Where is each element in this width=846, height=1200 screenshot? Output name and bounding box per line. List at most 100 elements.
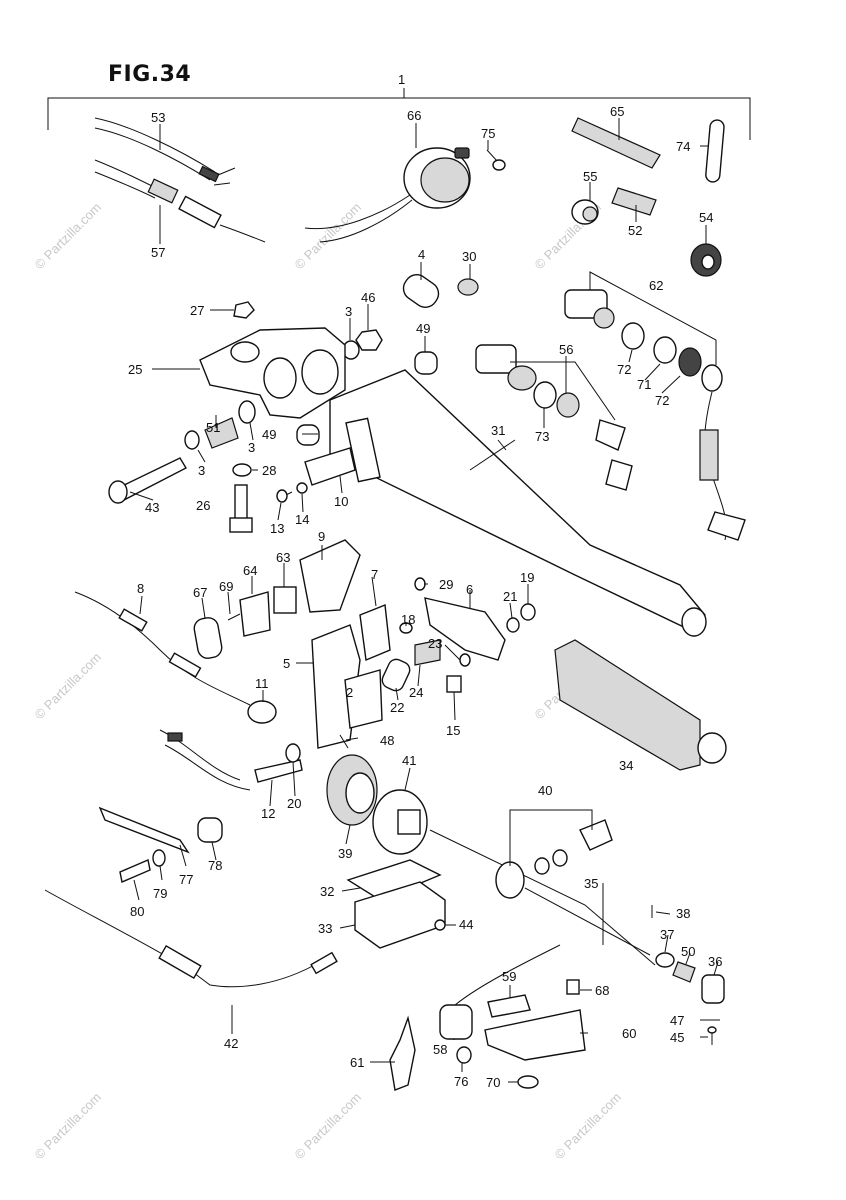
washer-76 [456, 1046, 472, 1064]
callout-29: 29 [439, 577, 453, 592]
wire-58 [454, 944, 561, 1006]
grommet-67 [193, 617, 223, 659]
bracket-60 [484, 1009, 586, 1061]
watermark: © Partzilla.com [32, 650, 105, 723]
callout-18: 18 [401, 612, 415, 627]
bolt-43 [108, 457, 187, 504]
key-switch-56 [475, 344, 633, 491]
callout-31: 31 [491, 423, 505, 438]
collar-37 [655, 952, 675, 968]
callout-44: 44 [459, 917, 473, 932]
washer-21 [506, 617, 520, 633]
callout-54: 54 [699, 210, 713, 225]
callout-66: 66 [407, 108, 421, 123]
screw-13 [276, 489, 293, 503]
screw-68 [566, 979, 580, 995]
callout-72: 72 [617, 362, 631, 377]
callout-55: 55 [583, 169, 597, 184]
lanyard-switch-66 [304, 147, 471, 243]
callout-7: 7 [371, 567, 378, 582]
callout-47: 47 [670, 1013, 684, 1028]
gasket-32 [346, 859, 442, 901]
watermark: © Partzilla.com [32, 200, 105, 273]
bracket-61 [389, 1015, 416, 1091]
callout-79: 79 [153, 886, 167, 901]
callout-77: 77 [179, 872, 193, 887]
nut-27 [233, 301, 255, 319]
callout-74: 74 [676, 139, 690, 154]
throttle-cable-8 [74, 591, 251, 706]
bolt-12 [254, 759, 303, 783]
callout-75: 75 [481, 126, 495, 141]
spring-51 [204, 417, 239, 449]
callout-63: 63 [276, 550, 290, 565]
watermark: © Partzilla.com [292, 1090, 365, 1163]
callout-46: 46 [361, 290, 375, 305]
callout-21: 21 [503, 589, 517, 604]
callout-3: 3 [345, 304, 352, 319]
bolt-15 [446, 675, 462, 693]
callout-49: 49 [416, 321, 430, 336]
pin-48 [339, 734, 349, 749]
switch-58 [439, 1004, 473, 1040]
screw-44 [434, 919, 446, 931]
part-drawings [44, 117, 746, 1091]
washer-79 [152, 849, 166, 867]
washer-14 [296, 482, 308, 494]
callout-9: 9 [318, 529, 325, 544]
callout-6: 6 [466, 582, 473, 597]
callout-62: 62 [649, 278, 663, 293]
plate-59 [487, 994, 531, 1018]
callout-39: 39 [338, 846, 352, 861]
callout-78: 78 [208, 858, 222, 873]
callout-50: 50 [681, 944, 695, 959]
callout-30: 30 [462, 249, 476, 264]
callout-80: 80 [130, 904, 144, 919]
callout-4: 4 [418, 247, 425, 262]
callout-24: 24 [409, 685, 423, 700]
callout-68: 68 [595, 983, 609, 998]
screw-29 [414, 577, 426, 591]
callout-34: 34 [619, 758, 633, 773]
ring-71-72 [621, 322, 723, 392]
friction-assembly-40 [429, 819, 656, 966]
link-77 [98, 806, 190, 854]
callout-15: 15 [446, 723, 460, 738]
callout-12: 12 [261, 806, 275, 821]
figure-title: FIG.34 [108, 62, 192, 87]
spring-52 [611, 187, 657, 216]
cam-plate-6 [424, 597, 506, 661]
bushing-49 [296, 351, 438, 446]
callout-labels: 1 53 57 66 75 65 74 55 52 54 4 30 27 3 4… [128, 72, 722, 1090]
callout-36: 36 [708, 954, 722, 969]
plate-63 [273, 586, 297, 614]
callout-40a: 49 [262, 427, 276, 442]
link-2 [344, 669, 383, 729]
callout-70: 70 [486, 1075, 500, 1090]
washer-28 [232, 463, 252, 477]
plate-10 [304, 447, 356, 486]
screw-69 [227, 613, 241, 621]
callout-51: 51 [206, 420, 220, 435]
bolt-80 [119, 859, 151, 883]
wire-harness-53 [94, 117, 236, 186]
callout-40: 40 [538, 783, 552, 798]
callout-5: 5 [283, 656, 290, 671]
callout-35: 35 [584, 876, 598, 891]
callout-76: 76 [454, 1074, 468, 1089]
callout-58: 58 [433, 1042, 447, 1057]
nut-19 [520, 603, 536, 621]
callout-25: 25 [128, 362, 142, 377]
callout-1: 1 [398, 72, 405, 87]
end-36 [701, 974, 725, 1004]
spring-65 [571, 117, 661, 169]
collar-78 [197, 817, 223, 843]
callout-64: 64 [243, 563, 257, 578]
callout-53: 53 [151, 110, 165, 125]
callout-45: 45 [670, 1030, 684, 1045]
callout-22: 22 [390, 700, 404, 715]
callout-19: 19 [520, 570, 534, 585]
callout-26: 26 [196, 498, 210, 513]
